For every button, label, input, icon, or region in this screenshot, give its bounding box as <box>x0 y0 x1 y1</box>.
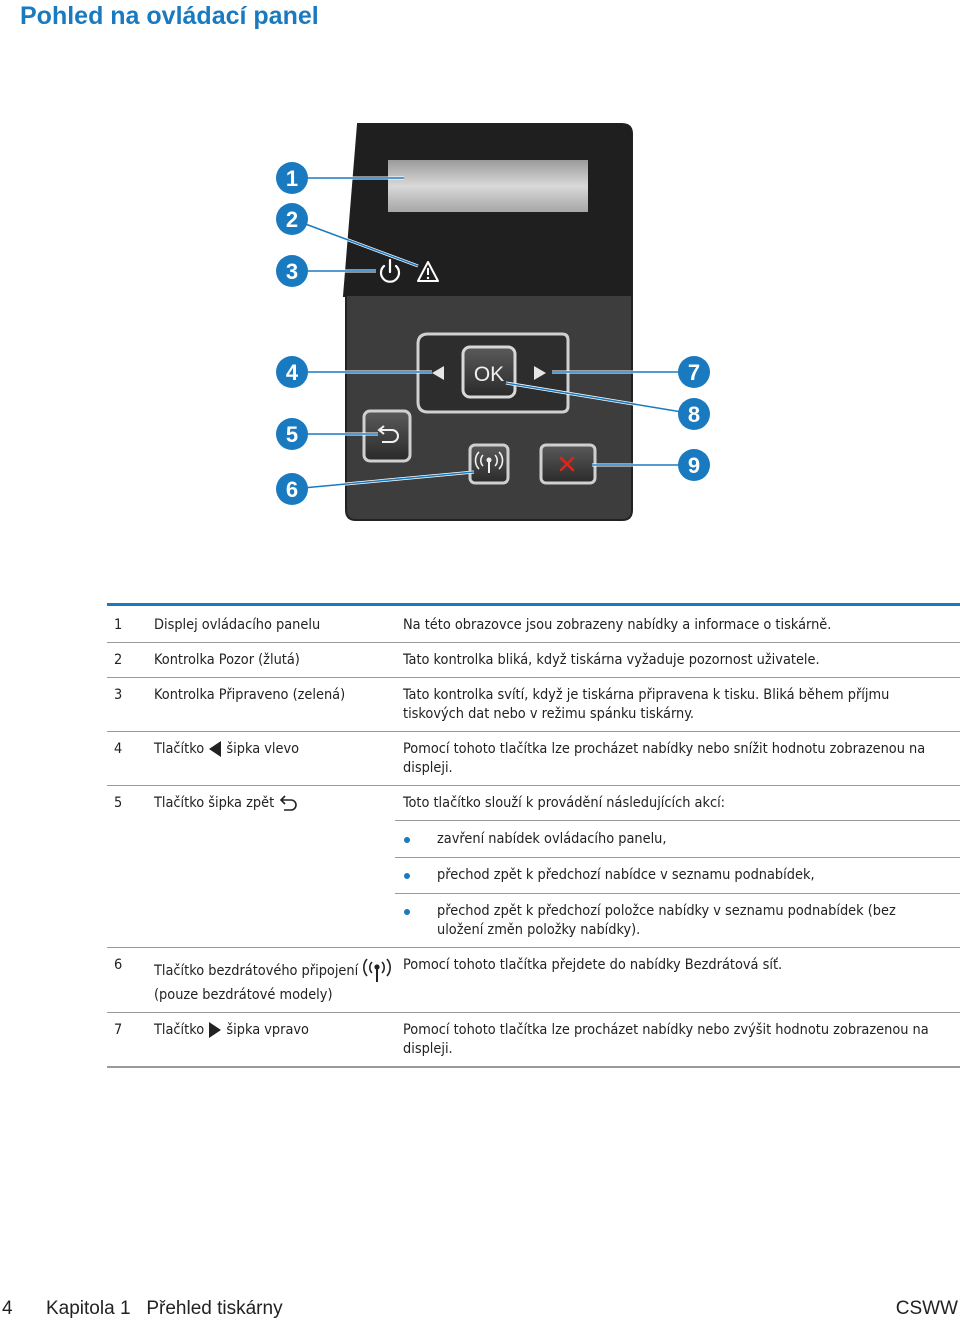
row-7-number: 7 <box>114 1022 123 1038</box>
row-7-label-b: šipka vpravo <box>226 1022 309 1038</box>
row-6-number: 6 <box>114 957 123 973</box>
row-3-description: Tato kontrolka svítí, když je tiskárna p… <box>403 687 890 722</box>
control-panel-figure: OK <box>276 123 710 521</box>
page-title: Pohled na ovládací panel <box>20 2 319 30</box>
back-button[interactable] <box>362 409 412 463</box>
row-7-label-a: Tlačítko <box>154 1022 205 1038</box>
svg-text:2: 2 <box>286 207 298 232</box>
row-2-description: Tato kontrolka bliká, když tiskárna vyža… <box>403 652 820 668</box>
row-6-label: Tlačítko bezdrátového připojení <box>154 958 392 984</box>
callout-8: 8 <box>678 398 710 430</box>
bullet-item: přechod zpět k předchozí položce nabídky… <box>437 903 896 938</box>
table-top-rule <box>107 603 960 606</box>
row-2-label: Kontrolka Pozor (žlutá) <box>154 652 300 668</box>
callout-4: 4 <box>276 356 308 388</box>
row-6-description: Pomocí tohoto tlačítka přejdete do nabíd… <box>403 957 783 973</box>
left-arrow-button[interactable] <box>432 366 444 380</box>
left-arrow-icon <box>209 741 222 757</box>
row-divider <box>395 893 960 894</box>
callout-9: 9 <box>678 449 710 481</box>
row-divider <box>107 947 960 948</box>
table-bottom-rule <box>107 1066 960 1068</box>
bullet-dot <box>404 873 410 879</box>
callout-6: 6 <box>276 473 308 505</box>
callout-1: 1 <box>276 162 308 194</box>
row-3-label: Kontrolka Připraveno (zelená) <box>154 687 346 703</box>
row-1-label: Displej ovládacího panelu <box>154 617 321 633</box>
callout-2: 2 <box>276 203 308 235</box>
panel-display <box>388 160 588 212</box>
wireless-button[interactable] <box>468 443 510 485</box>
bullet-dot <box>404 909 410 915</box>
attention-light-icon <box>417 261 439 282</box>
ok-button[interactable]: OK <box>461 345 517 399</box>
row-7-description: Pomocí tohoto tlačítka lze procházet nab… <box>403 1022 929 1057</box>
bullet-item: zavření nabídek ovládacího panelu, <box>437 831 667 847</box>
bullet-item: přechod zpět k předchozí nabídce v sezna… <box>437 867 815 883</box>
row-1-description: Na této obrazovce jsou zobrazeny nabídky… <box>403 617 832 633</box>
right-arrow-icon <box>209 1022 222 1038</box>
callout-3: 3 <box>276 255 308 287</box>
wireless-icon <box>363 958 392 982</box>
svg-text:OK: OK <box>474 363 504 386</box>
callout-5: 5 <box>276 418 308 450</box>
row-4-label-a: Tlačítko <box>154 741 205 757</box>
page-number: 4 <box>2 1298 13 1319</box>
svg-text:9: 9 <box>688 453 700 478</box>
cancel-button[interactable] <box>539 443 597 485</box>
document-code: CSWW <box>895 1298 958 1319</box>
row-divider <box>107 1012 960 1013</box>
row-5-number: 5 <box>114 795 123 811</box>
svg-text:1: 1 <box>286 166 298 191</box>
svg-text:3: 3 <box>286 259 298 284</box>
row-divider <box>107 785 960 786</box>
row-4-number: 4 <box>114 741 123 757</box>
svg-text:4: 4 <box>286 360 299 385</box>
row-3-number: 3 <box>114 687 123 703</box>
row-5-label: Tlačítko šipka zpět <box>154 794 298 813</box>
chapter-title: Kapitola 1 Přehled tiskárny <box>46 1298 283 1319</box>
svg-text:7: 7 <box>688 360 700 385</box>
back-arrow-icon <box>280 795 298 811</box>
row-divider <box>107 677 960 678</box>
svg-text:8: 8 <box>688 402 700 427</box>
row-divider <box>107 642 960 643</box>
row-1-number: 1 <box>114 617 123 633</box>
callout-7: 7 <box>678 356 710 388</box>
svg-text:6: 6 <box>286 477 298 502</box>
row-4-label-b: šipka vlevo <box>226 741 300 757</box>
row-4-description: Pomocí tohoto tlačítka lze procházet nab… <box>403 741 926 776</box>
bullet-dot <box>404 837 410 843</box>
row-6-label-note: (pouze bezdrátové modely) <box>154 987 333 1003</box>
right-arrow-button[interactable] <box>534 366 546 380</box>
row-divider <box>395 820 960 821</box>
row-divider <box>395 857 960 858</box>
row-5-description: Toto tlačítko slouží k provádění následu… <box>403 795 726 811</box>
ready-light-icon <box>379 258 401 283</box>
row-2-number: 2 <box>114 652 123 668</box>
svg-text:5: 5 <box>286 422 298 447</box>
row-4-label: Tlačítko šipka vlevo <box>154 740 299 759</box>
row-7-label: Tlačítko šipka vpravo <box>154 1021 309 1040</box>
row-divider <box>107 731 960 732</box>
